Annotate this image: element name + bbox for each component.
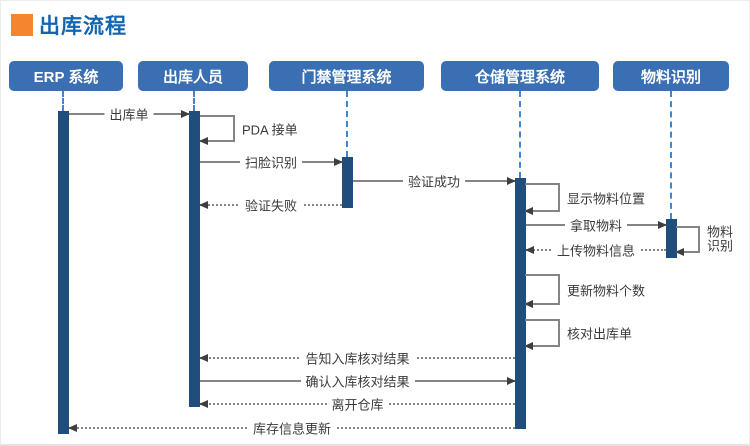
message-label: 确认入库核对结果 bbox=[300, 371, 415, 391]
actor-material-recognition: 物料识别 bbox=[613, 61, 729, 91]
message-confirm-check-result: 确认入库核对结果 bbox=[200, 371, 516, 391]
actor-label: ERP 系统 bbox=[33, 68, 99, 86]
message-label: 出库单 bbox=[104, 104, 154, 124]
message-label: 验证成功 bbox=[402, 171, 466, 191]
lifeline-erp bbox=[62, 91, 64, 111]
message-inventory-update: 库存信息更新 bbox=[68, 418, 515, 438]
message-label: 库存信息更新 bbox=[247, 418, 337, 438]
actor-erp: ERP 系统 bbox=[9, 61, 123, 91]
arrowhead-right-icon bbox=[507, 177, 516, 185]
message-face-scan: 扫脸识别 bbox=[200, 152, 343, 172]
message-show-material-location: 显示物料位置 bbox=[524, 183, 645, 215]
message-label: 更新物料个数 bbox=[567, 283, 646, 298]
message-check-outbound-order: 核对出库单 bbox=[524, 319, 632, 350]
arrowhead-right-icon bbox=[507, 377, 516, 385]
message-upload-material-info: 上传物料信息 bbox=[525, 240, 666, 260]
arrowhead-right-icon bbox=[181, 110, 190, 118]
message-label: 核对出库单 bbox=[567, 326, 633, 342]
message-update-material-count: 更新物料个数 bbox=[524, 274, 645, 308]
lifeline-access-control bbox=[346, 91, 348, 157]
message-take-material: 拿取物料 bbox=[526, 215, 667, 235]
message-label: 物料识别 bbox=[707, 224, 734, 254]
message-verify-fail: 验证失败 bbox=[199, 195, 342, 215]
activation-material-recognition bbox=[666, 219, 677, 258]
message-outbound-order: 出库单 bbox=[69, 104, 190, 124]
arrowhead-left-icon bbox=[524, 300, 533, 308]
message-pda-accept: PDA 接单 bbox=[199, 115, 298, 145]
arrowhead-left-icon bbox=[199, 137, 208, 145]
lifeline-material-recognition bbox=[670, 91, 672, 219]
message-leave-warehouse: 离开仓库 bbox=[199, 394, 515, 414]
lifeline-wms bbox=[519, 91, 521, 178]
arrowhead-right-icon bbox=[334, 158, 343, 166]
message-label: PDA 接单 bbox=[242, 122, 298, 137]
message-notify-check-result: 告知入库核对结果 bbox=[199, 348, 515, 368]
actor-label: 出库人员 bbox=[162, 68, 223, 86]
message-label: 验证失败 bbox=[239, 195, 303, 215]
arrowhead-left-icon bbox=[199, 201, 208, 209]
message-label: 显示物料位置 bbox=[567, 191, 646, 206]
message-label: 离开仓库 bbox=[326, 394, 389, 414]
title-bullet-icon bbox=[11, 14, 33, 36]
actor-label: 仓储管理系统 bbox=[474, 68, 565, 86]
activation-erp bbox=[58, 111, 69, 434]
activation-access-control bbox=[342, 157, 353, 208]
activation-wms bbox=[515, 178, 526, 429]
lifeline-outbound-staff bbox=[193, 91, 195, 111]
actor-access-control: 门禁管理系统 bbox=[269, 61, 424, 91]
arrowhead-left-icon bbox=[199, 354, 208, 362]
arrowhead-left-icon bbox=[524, 342, 533, 350]
message-label: 告知入库核对结果 bbox=[300, 348, 415, 368]
page-title: 出库流程 bbox=[39, 15, 127, 38]
actor-label: 门禁管理系统 bbox=[301, 68, 392, 86]
actor-outbound-staff: 出库人员 bbox=[138, 61, 248, 91]
message-material-recognition: 物料识别 bbox=[675, 225, 733, 256]
activation-outbound-staff bbox=[189, 111, 200, 407]
message-label: 拿取物料 bbox=[564, 215, 628, 235]
arrowhead-right-icon bbox=[658, 221, 667, 229]
arrowhead-left-icon bbox=[675, 248, 684, 256]
actor-wms: 仓储管理系统 bbox=[441, 61, 599, 91]
arrowhead-left-icon bbox=[199, 400, 208, 408]
arrowhead-left-icon bbox=[68, 424, 77, 432]
message-verify-success: 验证成功 bbox=[353, 171, 516, 191]
message-label: 上传物料信息 bbox=[551, 240, 641, 260]
arrowhead-left-icon bbox=[524, 207, 533, 215]
message-label: 扫脸识别 bbox=[239, 152, 303, 172]
actor-label: 物料识别 bbox=[640, 68, 701, 86]
arrowhead-left-icon bbox=[525, 246, 534, 254]
